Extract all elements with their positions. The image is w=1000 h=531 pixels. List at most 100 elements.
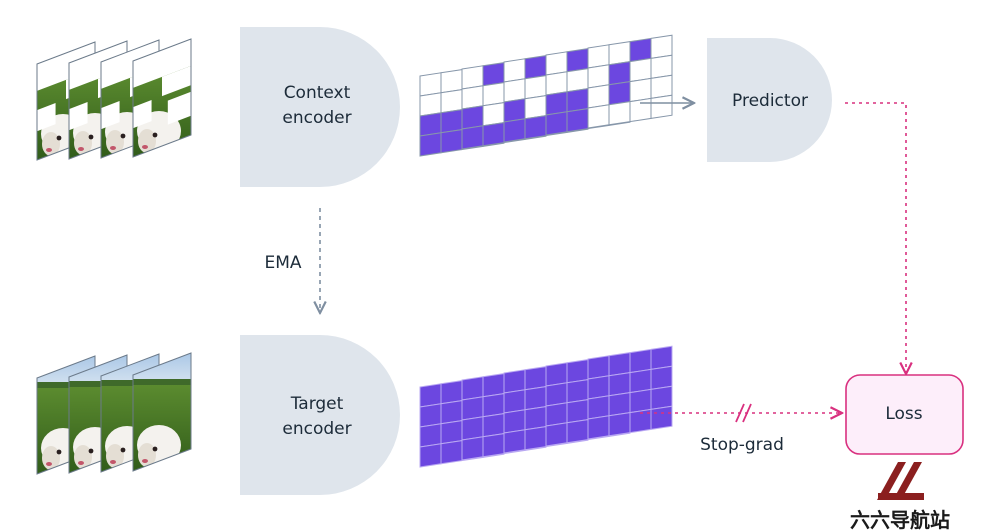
- mask-block: [101, 40, 159, 89]
- predictor: Predictor: [707, 38, 832, 162]
- token-filled: [629, 37, 652, 63]
- token-filled: [503, 429, 526, 454]
- token-filled: [566, 88, 589, 113]
- token-filled: [629, 348, 652, 374]
- mask-block: [69, 102, 88, 131]
- token-empty: [587, 64, 610, 89]
- predictor-to-loss-arrow: [845, 102, 906, 374]
- token-filled: [461, 105, 484, 130]
- token-filled: [503, 369, 526, 394]
- mask-block: [37, 42, 95, 91]
- token-empty: [524, 95, 547, 120]
- token-filled: [419, 112, 442, 137]
- token-filled: [608, 352, 631, 377]
- target-encoder: Target encoder: [240, 335, 400, 495]
- token-empty: [440, 69, 463, 94]
- token-filled: [650, 345, 673, 370]
- stop-grad-label: Stop-grad: [700, 435, 784, 455]
- token-filled: [524, 386, 547, 411]
- token-empty: [503, 58, 526, 83]
- token-filled: [482, 433, 505, 458]
- token-filled: [524, 406, 547, 431]
- watermark-logo: 六六导航站: [850, 462, 950, 531]
- context-image-stack: [36, 38, 192, 161]
- token-filled: [650, 385, 673, 410]
- token-filled: [419, 132, 442, 157]
- mask-block: [37, 103, 56, 132]
- token-filled: [608, 392, 631, 417]
- token-empty: [545, 71, 568, 96]
- token-filled: [566, 399, 589, 424]
- token-filled: [524, 366, 547, 391]
- mask-block: [101, 101, 120, 130]
- context-encoder-label-line1: Context: [284, 83, 351, 103]
- token-filled: [503, 409, 526, 434]
- predictor-label: Predictor: [732, 91, 808, 111]
- token-empty: [587, 44, 610, 69]
- token-filled: [566, 108, 589, 133]
- token-empty: [419, 92, 442, 117]
- context-encoder-label-line2: encoder: [282, 108, 351, 128]
- loss-box: Loss: [845, 374, 964, 455]
- token-empty: [566, 68, 589, 93]
- token-filled: [503, 118, 526, 143]
- token-filled: [419, 383, 442, 408]
- token-empty: [587, 104, 610, 129]
- mask-block: [133, 39, 191, 88]
- token-filled: [503, 98, 526, 123]
- token-empty: [629, 57, 652, 83]
- token-empty: [629, 97, 652, 123]
- token-filled: [545, 91, 568, 116]
- token-filled: [461, 436, 484, 461]
- token-filled: [461, 396, 484, 421]
- token-filled: [629, 368, 652, 394]
- token-empty: [419, 72, 442, 97]
- target-token-stack: [419, 345, 673, 468]
- token-filled: [587, 355, 610, 380]
- token-filled: [587, 375, 610, 400]
- token-empty: [650, 54, 673, 79]
- target-image-stack: [36, 352, 192, 475]
- token-filled: [482, 62, 505, 87]
- ema-label: EMA: [264, 253, 301, 273]
- token-empty: [524, 75, 547, 100]
- token-empty: [650, 94, 673, 119]
- token-filled: [419, 423, 442, 448]
- token-filled: [440, 440, 463, 465]
- token-filled: [587, 415, 610, 440]
- token-filled: [524, 426, 547, 451]
- token-filled: [503, 389, 526, 414]
- token-empty: [482, 82, 505, 107]
- token-empty: [545, 51, 568, 76]
- token-filled: [440, 380, 463, 405]
- token-filled: [545, 402, 568, 427]
- token-filled: [545, 382, 568, 407]
- stop-grad-break-icon: [735, 403, 752, 423]
- token-filled: [650, 405, 673, 430]
- token-empty: [650, 74, 673, 99]
- token-filled: [608, 61, 631, 86]
- token-filled: [650, 365, 673, 390]
- token-filled: [482, 413, 505, 438]
- token-grid: [587, 345, 673, 440]
- token-filled: [566, 48, 589, 73]
- token-filled: [608, 81, 631, 106]
- token-filled: [440, 129, 463, 154]
- mask-block: [69, 41, 127, 90]
- token-empty: [440, 89, 463, 114]
- token-filled: [545, 422, 568, 447]
- token-filled: [524, 115, 547, 140]
- token-filled: [524, 55, 547, 80]
- target-encoder-label-line2: encoder: [282, 419, 351, 439]
- token-filled: [566, 419, 589, 444]
- token-empty: [608, 41, 631, 66]
- token-grid: [587, 34, 673, 129]
- mask-block: [133, 100, 152, 129]
- token-empty: [461, 65, 484, 90]
- token-empty: [629, 77, 652, 103]
- token-filled: [461, 376, 484, 401]
- token-filled: [440, 109, 463, 134]
- token-filled: [566, 359, 589, 384]
- token-empty: [461, 85, 484, 110]
